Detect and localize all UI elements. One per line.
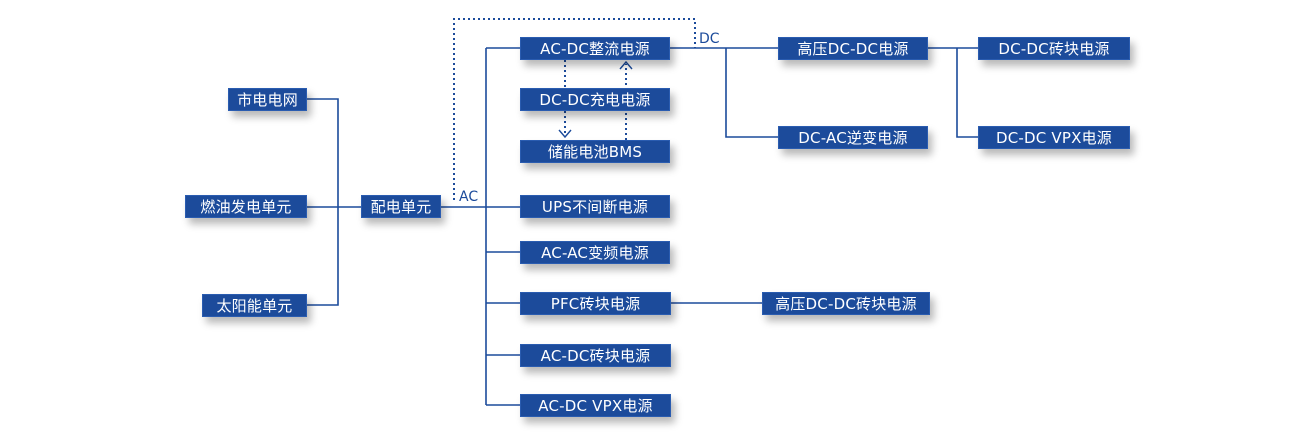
node-acac-inverter[interactable]: AC-AC变频电源 [520, 241, 670, 264]
node-hv-dcdc[interactable]: 高压DC-DC电源 [778, 37, 928, 60]
connector-dcdc-vpx [956, 48, 978, 138]
connector-grid [307, 98, 339, 306]
node-battery-bms[interactable]: 储能电池BMS [520, 140, 670, 163]
node-acdc-module[interactable]: AC-DC砖块电源 [520, 344, 671, 367]
node-distribution[interactable]: 配电单元 [361, 195, 441, 218]
node-dcdc-charger[interactable]: DC-DC充电电源 [520, 88, 670, 111]
node-solar[interactable]: 太阳能单元 [202, 294, 307, 317]
dc-bus-label: DC [699, 31, 720, 47]
node-dcdc-vpx[interactable]: DC-DC VPX电源 [978, 126, 1130, 149]
node-dcac-inverter[interactable]: DC-AC逆变电源 [778, 126, 928, 149]
dotted-bypass-loop [453, 18, 696, 200]
connector-dcac [725, 48, 778, 138]
node-dcdc-module[interactable]: DC-DC砖块电源 [978, 37, 1130, 60]
node-hv-dcdc-module[interactable]: 高压DC-DC砖块电源 [762, 292, 930, 315]
node-pfc-module[interactable]: PFC砖块电源 [520, 292, 671, 315]
arrow-down-icon [558, 129, 572, 139]
node-acdc-rectifier[interactable]: AC-DC整流电源 [520, 37, 670, 60]
arrow-up-icon [619, 60, 633, 70]
node-fuel-generator[interactable]: 燃油发电单元 [185, 195, 307, 218]
node-ups[interactable]: UPS不间断电源 [520, 195, 670, 218]
node-acdc-vpx[interactable]: AC-DC VPX电源 [520, 394, 671, 417]
ac-bus-label: AC [459, 189, 479, 205]
node-grid[interactable]: 市电电网 [228, 88, 307, 111]
